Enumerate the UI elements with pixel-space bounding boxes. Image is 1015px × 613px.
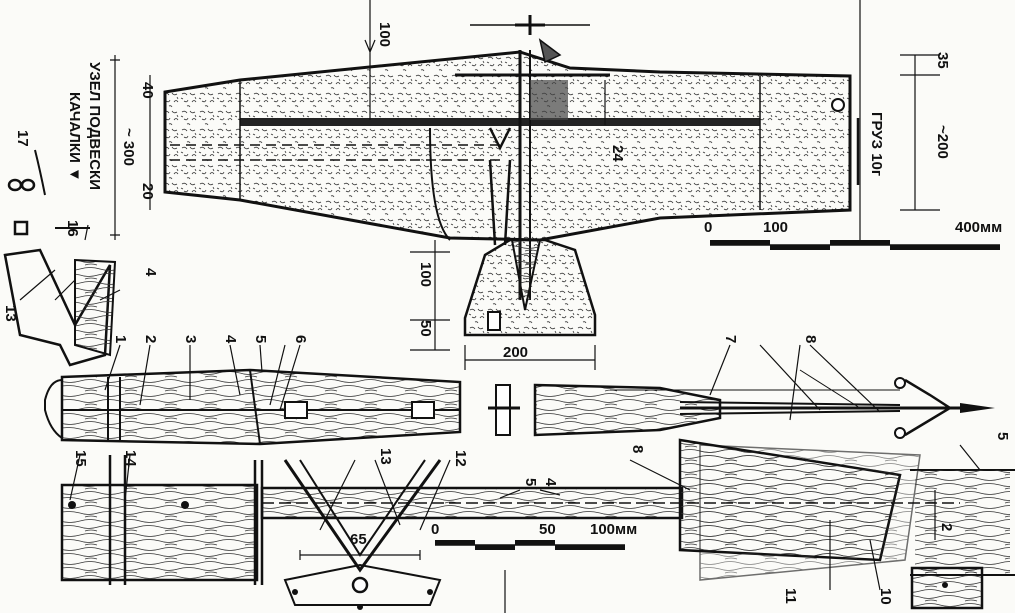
dim-20: 20 xyxy=(139,183,156,200)
scale-small-0: 0 xyxy=(431,521,440,538)
pivot-mount-detail xyxy=(3,149,117,367)
dim-40: 40 xyxy=(139,82,156,99)
scale-small-50: 50 xyxy=(539,521,556,538)
dim-24: 24 xyxy=(609,145,626,162)
wing-plan-view xyxy=(163,15,860,300)
callout-15: 15 xyxy=(72,450,89,467)
callout-8a: 8 xyxy=(802,335,819,344)
callout-2: 2 xyxy=(142,335,159,344)
scale-small-100: 100мм xyxy=(590,521,638,538)
callout-10: 10 xyxy=(877,588,894,605)
dim-65: 65 xyxy=(350,531,367,548)
callout-3: 3 xyxy=(182,335,199,344)
dim-2: 2 xyxy=(938,523,955,532)
scale-large-400: 400мм xyxy=(955,219,1003,236)
fuselage-top-view xyxy=(44,368,995,446)
scale-large-0: 0 xyxy=(704,219,713,236)
pivot-title-line2: КАЧАЛКИ ▼ xyxy=(66,92,83,182)
callout-11: 11 xyxy=(782,588,799,604)
tail-stabilizer xyxy=(463,238,597,337)
callout-4b: 4 xyxy=(542,478,559,487)
fuselage-side-view xyxy=(60,438,1015,613)
dim-100-stab: 100 xyxy=(417,262,434,288)
callout-14: 14 xyxy=(122,450,139,467)
callout-13a: 13 xyxy=(377,448,394,465)
callout-6: 6 xyxy=(292,335,309,344)
callout-7: 7 xyxy=(722,335,739,344)
dim-200-stab: 200 xyxy=(503,344,529,361)
dim-100-top: 100 xyxy=(376,22,393,48)
scale-bar-small xyxy=(435,540,625,550)
callout-leaders xyxy=(19,224,981,591)
callout-13b: 13 xyxy=(2,305,19,322)
weight-label: ГРУЗ 10г xyxy=(868,112,885,177)
dim-50: 50 xyxy=(417,320,434,337)
callout-8b: 8 xyxy=(629,445,646,454)
callout-4a: 4 xyxy=(222,335,239,344)
pivot-title-line1: УЗЕЛ ПОДВЕСКИ xyxy=(86,62,103,190)
scale-bar-large xyxy=(710,240,1000,250)
scale-large-100: 100 xyxy=(763,219,789,236)
dim-300: ~ 300 xyxy=(120,128,137,166)
callout-4c: 4 xyxy=(142,268,159,277)
dim-200-right: ~200 xyxy=(934,125,951,159)
callout-5b: 5 xyxy=(522,478,539,487)
callout-12: 12 xyxy=(452,450,469,467)
callout-17: 17 xyxy=(14,130,31,147)
callout-5c: 5 xyxy=(994,432,1011,441)
callout-1: 1 xyxy=(112,335,129,344)
callout-16: 16 xyxy=(64,220,81,237)
callout-5a: 5 xyxy=(252,335,269,344)
dimension-lines xyxy=(110,0,940,370)
dim-35: 35 xyxy=(934,52,951,69)
